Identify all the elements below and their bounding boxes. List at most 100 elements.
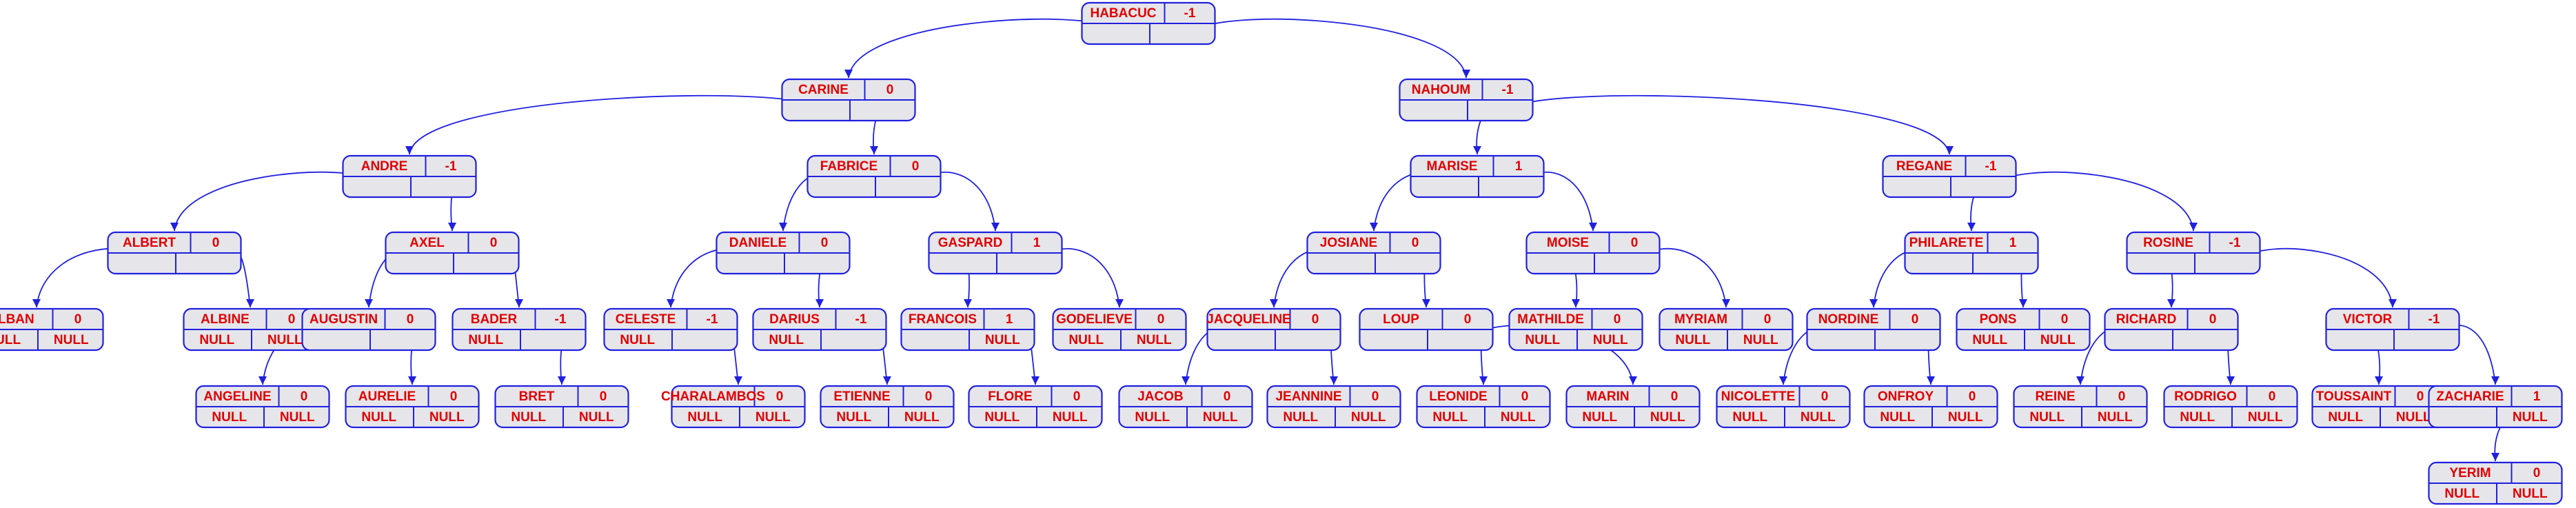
node-right-child: NULL bbox=[1351, 410, 1386, 425]
node-balance: 1 bbox=[1006, 312, 1013, 327]
node-balance: -1 bbox=[855, 312, 867, 327]
edge-arrowhead bbox=[170, 223, 179, 231]
node-name: ALBINE bbox=[201, 312, 250, 327]
node-name: YERIM bbox=[2449, 466, 2491, 480]
edge-arrowhead bbox=[365, 299, 373, 307]
node-balance: 1 bbox=[2009, 236, 2017, 250]
node-balance: 0 bbox=[212, 236, 220, 250]
edge-arrowhead bbox=[815, 299, 824, 307]
node-right-child: NULL bbox=[2040, 333, 2076, 347]
edge-arrowhead bbox=[883, 376, 891, 385]
node-balance: 0 bbox=[2417, 389, 2424, 404]
node-name: REINE bbox=[2035, 389, 2075, 404]
node-left-child: NULL bbox=[0, 333, 21, 347]
node-name: MYRIAM bbox=[1674, 312, 1727, 327]
edge-arrowhead bbox=[2076, 376, 2085, 385]
node-right-child: NULL bbox=[904, 410, 940, 425]
edge-arrowhead bbox=[408, 376, 416, 385]
node-name: ANDRE bbox=[361, 159, 408, 174]
node-right-child: NULL bbox=[2248, 410, 2283, 425]
edge-arrowhead bbox=[2375, 376, 2383, 385]
node-balance: 0 bbox=[1372, 389, 1379, 404]
node-name: PHILARETE bbox=[1909, 236, 1984, 250]
edge-arrowhead bbox=[1927, 376, 1935, 385]
edge-arrowhead bbox=[558, 376, 566, 385]
node-balance: 0 bbox=[600, 389, 607, 404]
node-left-child: NULL bbox=[1675, 333, 1710, 347]
tree-node-fabrice: FABRICE 0 bbox=[807, 154, 942, 199]
node-balance: 0 bbox=[1631, 236, 1639, 250]
node-name: RICHARD bbox=[2116, 312, 2177, 327]
edge-arrowhead bbox=[667, 299, 675, 307]
edge-arrowhead bbox=[1479, 376, 1488, 385]
node-right-child: NULL bbox=[2396, 410, 2431, 425]
node-left-child: NULL bbox=[2444, 487, 2479, 501]
node-balance: 0 bbox=[1521, 389, 1529, 404]
tree-node-regane: REGANE-1 bbox=[1882, 154, 2017, 199]
tree-node-andre: ANDRE -1 bbox=[342, 154, 477, 199]
node-balance: 0 bbox=[1412, 236, 1419, 250]
node-left-child: NULL bbox=[1732, 410, 1767, 425]
node-balance: 0 bbox=[1073, 389, 1081, 404]
edge-arrowhead bbox=[246, 299, 254, 307]
node-name: ALBERT bbox=[123, 236, 176, 250]
tree-node-victor: VICTOR-1 bbox=[2325, 307, 2460, 352]
node-left-child: NULL bbox=[620, 333, 655, 347]
edge-arrowhead bbox=[844, 70, 853, 78]
node-balance: 0 bbox=[450, 389, 458, 404]
node-right-child: NULL bbox=[1053, 410, 1088, 425]
node-left-child: NULL bbox=[2180, 410, 2215, 425]
node-left-child: NULL bbox=[769, 333, 804, 347]
node-balance: 0 bbox=[886, 83, 894, 97]
node-balance: 0 bbox=[2061, 312, 2069, 327]
node-name: TOUSSAINT bbox=[2316, 389, 2392, 404]
node-right-child: NULL bbox=[1948, 410, 1983, 425]
edge-arrowhead bbox=[515, 299, 523, 307]
node-left-child: NULL bbox=[1283, 410, 1318, 425]
node-name: DARIUS bbox=[769, 312, 820, 327]
node-left-child: NULL bbox=[687, 410, 722, 425]
node-name: VICTOR bbox=[2343, 312, 2393, 327]
node-right-child: NULL bbox=[1743, 333, 1778, 347]
edge-arrowhead bbox=[1572, 299, 1580, 307]
edge-arrowhead bbox=[1779, 376, 1787, 385]
node-balance: 0 bbox=[1224, 389, 1231, 404]
node-name: NICOLETTE bbox=[1721, 389, 1796, 404]
node-right-child: NULL bbox=[1501, 410, 1536, 425]
node-name: JEANNINE bbox=[1275, 389, 1341, 404]
node-right-child: NULL bbox=[1650, 410, 1685, 425]
node-name: PONS bbox=[1980, 312, 2017, 327]
node-balance: 0 bbox=[1671, 389, 1679, 404]
edge-arrowhead bbox=[1869, 299, 1878, 307]
edge-arrowhead bbox=[2189, 223, 2198, 231]
node-name: BADER bbox=[471, 312, 518, 327]
edge-arrowhead bbox=[1031, 376, 1039, 385]
node-balance: -1 bbox=[445, 159, 457, 174]
node-name: JACOB bbox=[1137, 389, 1184, 404]
node-balance: 0 bbox=[912, 159, 920, 174]
node-name: FABRICE bbox=[820, 159, 878, 174]
node-left-child: NULL bbox=[361, 410, 396, 425]
edge-habacuc-nahoum bbox=[1189, 18, 1467, 79]
node-name: NAHOUM bbox=[1412, 83, 1471, 97]
edge-arrowhead bbox=[1462, 70, 1470, 78]
node-right-child: NULL bbox=[1137, 333, 1172, 347]
node-right-child: NULL bbox=[1801, 410, 1836, 425]
edge-arrowhead bbox=[1589, 223, 1597, 231]
edge-regane-rosine bbox=[1990, 171, 2194, 232]
